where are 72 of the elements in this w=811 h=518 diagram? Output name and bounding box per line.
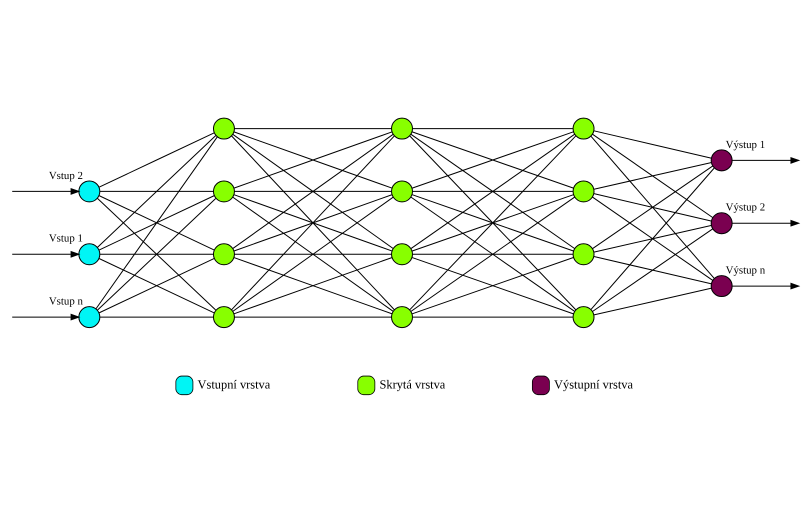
connector [594,287,712,315]
node-circle [212,306,235,328]
node-label: Vstup 2 [48,169,83,182]
node-circle [710,212,733,234]
connector [412,194,574,251]
connector [412,190,573,192]
node-circle [391,117,413,140]
node-circle [391,242,413,265]
node-circle [391,306,413,328]
connector [412,316,573,318]
connector [592,196,713,280]
arrow [12,188,80,194]
node-circle [710,148,733,171]
node-circle [572,306,595,328]
node-circle [212,242,235,265]
connector [592,228,713,312]
node-circle [572,180,595,202]
connector [594,224,712,252]
node-label: Výstup 2 [726,201,766,214]
legend-label: Vstupní vrstva [198,376,270,391]
connector [234,128,392,129]
arrow [732,282,800,289]
connector [410,133,575,248]
connector [97,134,216,248]
connector [590,135,715,278]
node-circle [391,180,413,202]
connector [234,190,392,192]
connector [412,253,573,254]
connector [232,133,394,248]
connector [594,192,712,221]
connector [412,128,573,129]
connector [98,258,214,313]
node-circle [78,242,100,265]
connector [594,162,712,190]
node-circle [212,117,235,140]
node-label: Výstup n [726,264,766,276]
connector [234,194,392,251]
connector [100,253,214,254]
node-circle [572,242,595,265]
connector [409,135,576,310]
connector [234,316,392,318]
node-label: Výstup 1 [726,138,766,150]
connector [100,316,214,318]
node-circle [78,306,100,328]
connector [98,132,214,188]
connector [234,253,392,254]
legend-label: Výstupní vrstva [554,376,633,391]
node-circle [710,274,733,297]
node-circle [78,180,100,202]
connector [232,196,394,312]
connector [231,135,395,310]
node-circle [212,180,235,202]
node-label: Vstup 1 [48,232,83,244]
node-circle [572,117,595,140]
arrow [732,219,800,226]
connector [592,165,713,249]
connector [594,130,712,158]
connector [592,133,713,218]
connector [100,190,214,192]
arrow [12,250,80,258]
connector [410,196,575,312]
connector [412,130,574,188]
legend-label: Skrytá vrstva [380,376,446,391]
connector [590,167,714,310]
connector [234,256,392,314]
node-label: Vstup n [48,295,83,308]
connector [96,136,218,309]
connector [234,130,392,188]
arrow [732,156,800,164]
connector [412,256,574,314]
arrow [12,313,80,320]
connector [594,256,712,284]
